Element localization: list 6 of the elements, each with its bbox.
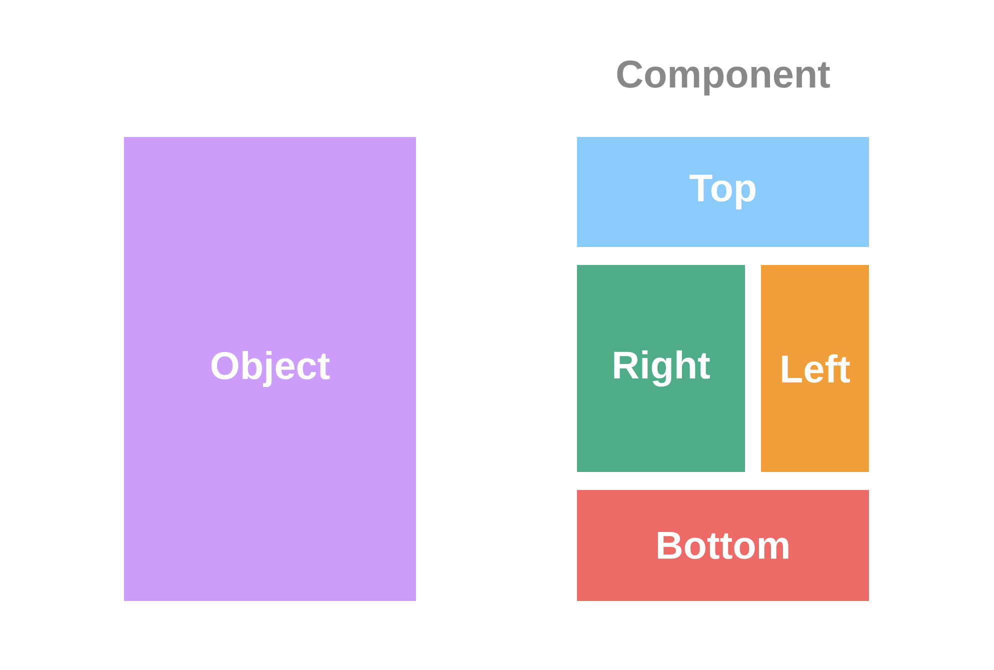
box: Left <box>761 265 870 472</box>
box: Right <box>577 265 745 472</box>
box: Object <box>124 137 416 601</box>
box: Bottom <box>577 490 870 601</box>
box: Top <box>577 137 870 247</box>
heading: Component <box>617 60 830 96</box>
